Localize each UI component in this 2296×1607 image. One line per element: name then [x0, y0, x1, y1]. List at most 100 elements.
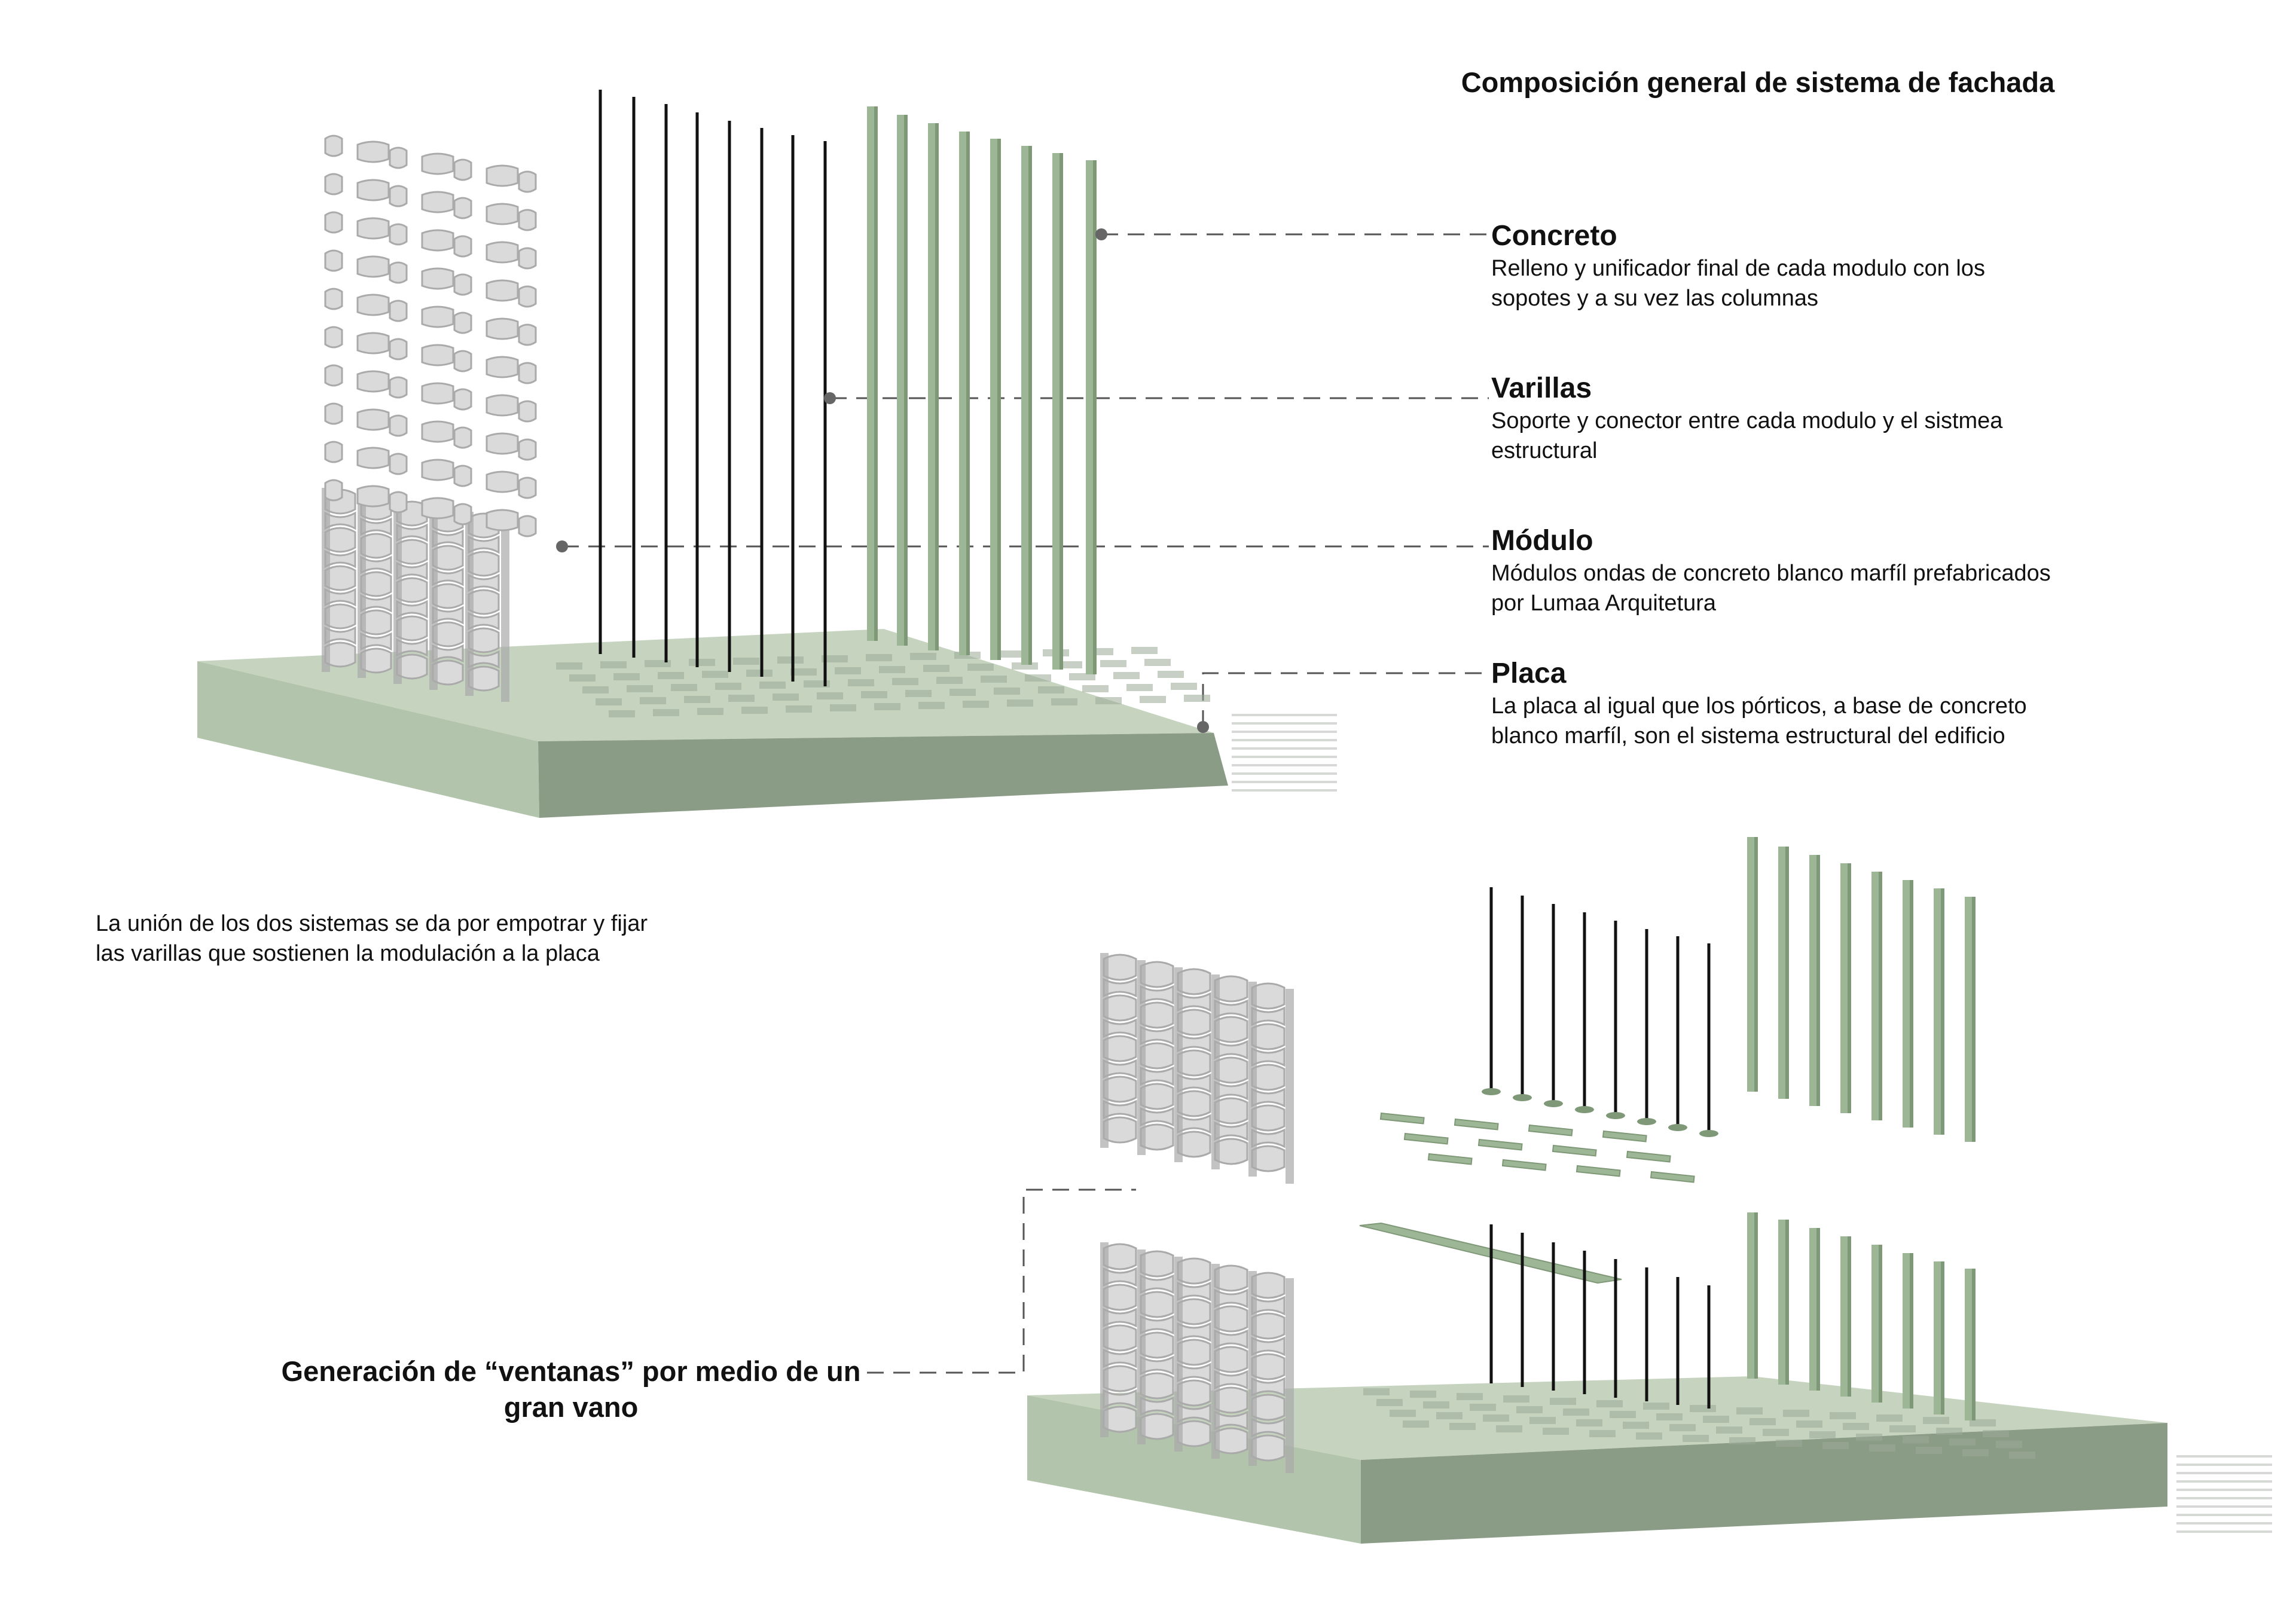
floating-module-1 — [356, 140, 390, 163]
module-wall-bottom-34 — [1251, 1394, 1286, 1421]
floating-module-41 — [518, 362, 537, 384]
leader-dot-varillas — [824, 392, 836, 404]
column-exploded-shade-0 — [1754, 837, 1758, 1092]
slab-bottom-shadow-20 — [1656, 1413, 1683, 1420]
module-wall-exploded-29 — [1251, 1087, 1286, 1108]
slab-top-side — [197, 661, 539, 818]
slab-top-shadow-15 — [613, 673, 640, 680]
rod-exploded-foot-2 — [1544, 1100, 1563, 1107]
slab-top-shadow-29 — [627, 685, 653, 692]
module-wall-exploded-37 — [1177, 1114, 1211, 1134]
module-wall-bottom-21 — [1140, 1331, 1174, 1359]
slab-bottom-shadow-52 — [1869, 1444, 1895, 1452]
rod-exploded-foot-6 — [1668, 1124, 1687, 1131]
rods — [599, 90, 1718, 1409]
slab-top-shadow-10 — [999, 650, 1025, 658]
floating-module-53 — [453, 426, 472, 449]
slab-bottom-shadow-13 — [1970, 1419, 1996, 1426]
module-wall-top-21 — [360, 571, 392, 597]
module-wall-top-post-0 — [322, 488, 330, 672]
module-wall-bottom-15 — [1103, 1307, 1137, 1328]
rod-exploded-foot-7 — [1699, 1130, 1718, 1137]
floating-module-29 — [356, 294, 390, 316]
column-bottom-shade-2 — [1816, 1228, 1820, 1391]
column-bottom-shade-7 — [1972, 1269, 1976, 1420]
floating-module-51 — [389, 414, 408, 437]
label-concreto: Concreto Relleno y unificador final de c… — [1491, 219, 2065, 313]
slab-bottom-shadow-29 — [1436, 1412, 1463, 1419]
floating-module-17 — [421, 229, 454, 252]
module-wall-bottom-post-5 — [1286, 1278, 1294, 1473]
slab-top-shadow-37 — [981, 676, 1007, 683]
module-wall-top-5 — [324, 511, 356, 530]
slab-bottom-shadow-26 — [1936, 1428, 1962, 1435]
rod-exploded-foot-5 — [1637, 1118, 1656, 1125]
module-wall-exploded-25 — [1103, 1059, 1137, 1079]
module-wall-top-38 — [432, 644, 464, 663]
floating-module-69 — [518, 515, 537, 537]
module-wall-exploded-12 — [1177, 1009, 1211, 1036]
floating-module-42 — [324, 364, 343, 387]
floating-module-14 — [324, 211, 343, 234]
slab-bottom-shadow-35 — [1716, 1426, 1742, 1434]
floating-module-48 — [518, 400, 537, 423]
columns — [867, 106, 1976, 1420]
module-wall-top-24 — [468, 589, 500, 615]
column-bottom-shade-1 — [1785, 1220, 1789, 1385]
column-exploded-shade-4 — [1879, 872, 1882, 1120]
module-wall-top-23 — [432, 583, 464, 609]
module-wall-exploded-33 — [1214, 1097, 1248, 1125]
column-exploded-shade-6 — [1941, 888, 1944, 1135]
slab-top-shadow-49 — [905, 690, 932, 697]
module-wall-bottom-37 — [1177, 1403, 1211, 1423]
module-wall-bottom-36 — [1140, 1396, 1174, 1416]
module-wall-top-39 — [468, 650, 500, 669]
module-wall-bottom-20 — [1103, 1324, 1137, 1352]
slab-bottom-shadow-30 — [1483, 1414, 1509, 1422]
slab-bottom-shadow-41 — [1996, 1441, 2022, 1448]
slab-top-shadow-67 — [1095, 697, 1122, 704]
slab-bottom-shadow-3 — [1503, 1395, 1529, 1403]
slab-bottom-side — [1027, 1395, 1361, 1544]
slab-top-shadow-26 — [1100, 660, 1126, 667]
slab-bottom-shadow-7 — [1690, 1405, 1716, 1412]
slab-bottom-shadow-49 — [1729, 1437, 1755, 1444]
label-placa-description: La placa al igual que los pórticos, a ba… — [1491, 693, 2027, 748]
module-wall-exploded-39 — [1251, 1128, 1286, 1148]
windows-generation-title: Generación de “ventanas” por medio de un… — [281, 1355, 861, 1423]
label-varillas: Varillas Soporte y conector entre cada m… — [1491, 371, 2065, 466]
slab-bottom-shadow-21 — [1703, 1416, 1729, 1423]
module-wall-exploded-20 — [1103, 1035, 1137, 1062]
floating-module-47 — [486, 394, 519, 417]
slab-top-shadow-35 — [892, 678, 918, 685]
module-wall-bottom-3 — [1214, 1264, 1248, 1292]
floating-module-27 — [518, 285, 537, 308]
leader-placa — [1202, 672, 1489, 727]
module-wall-bottom-35 — [1103, 1389, 1137, 1409]
module-wall-bottom-post-1 — [1137, 1249, 1146, 1444]
rod-exploded-foot-0 — [1482, 1088, 1501, 1095]
floating-module-18 — [453, 235, 472, 258]
slab-bottom-shadow-17 — [1516, 1406, 1543, 1413]
module-wall-top-post-5 — [501, 518, 509, 702]
floating-module-61 — [486, 471, 519, 493]
floating-module-31 — [421, 305, 454, 328]
floating-module-8 — [356, 179, 390, 201]
floating-module-21 — [324, 249, 343, 272]
slab-bottom-shadow-31 — [1529, 1417, 1556, 1424]
module-wall-exploded-post-3 — [1211, 974, 1220, 1169]
column-exploded-shade-7 — [1972, 897, 1976, 1142]
floating-plate-1 — [1454, 1118, 1499, 1131]
module-wall-top-29 — [468, 612, 500, 631]
module-wall-exploded-23 — [1214, 1056, 1248, 1084]
module-wall-exploded-28 — [1214, 1080, 1248, 1101]
module-wall-exploded-10 — [1103, 994, 1137, 1022]
module-wall-exploded-30 — [1103, 1076, 1137, 1103]
module-wall-bottom-30 — [1103, 1365, 1137, 1392]
floating-module-30 — [389, 300, 408, 322]
slab-bottom-shadow-32 — [1576, 1419, 1602, 1426]
floating-module-11 — [453, 197, 472, 219]
floating-plate-9 — [1501, 1159, 1547, 1171]
leader-dot-modulo — [556, 540, 568, 552]
module-wall-exploded-13 — [1214, 1016, 1248, 1043]
